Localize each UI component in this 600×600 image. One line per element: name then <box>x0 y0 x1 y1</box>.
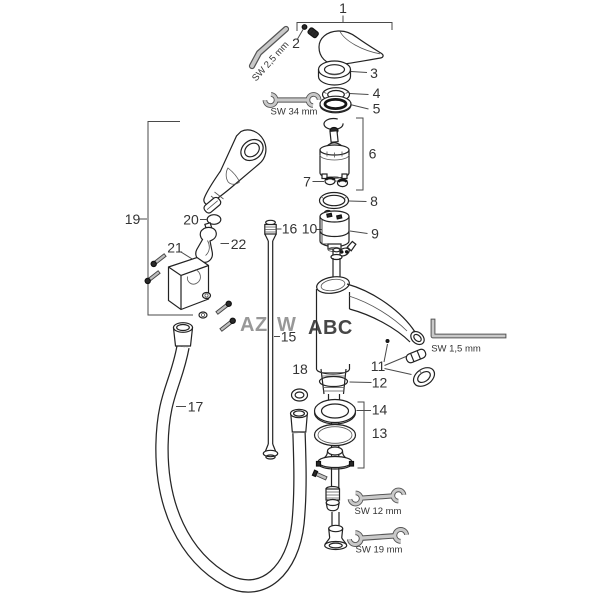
part-label-10: 10 <box>302 221 318 237</box>
hand-spray <box>203 129 267 214</box>
part-label-2: 2 <box>292 35 300 51</box>
part-label-12: 12 <box>372 375 388 391</box>
handle-set-screw <box>301 24 319 39</box>
wall-bracket <box>167 256 210 311</box>
cartridge-seals <box>324 176 349 188</box>
watermark-abc: ABC <box>308 317 353 339</box>
allen-key-sw15 <box>430 318 507 339</box>
part-label-3: 3 <box>370 65 378 81</box>
part-label-6: 6 <box>369 146 377 162</box>
cartridge <box>319 126 350 182</box>
mounting-flange <box>315 446 355 470</box>
bracket-screws-lower <box>215 300 236 332</box>
tool-label-sw19: SW 19 mm <box>356 545 403 556</box>
rinse-tube <box>262 219 279 460</box>
part-label-13: 13 <box>372 425 388 441</box>
washer-13 <box>313 423 357 447</box>
part-label-17: 17 <box>188 399 204 415</box>
tool-label-sw12: SW 12 mm <box>355 506 402 517</box>
part-label-14: 14 <box>372 402 388 418</box>
o-ring-8 <box>318 191 350 210</box>
part-label-16: 16 <box>282 221 298 237</box>
watermark-faint-mid: W <box>277 314 296 336</box>
bracket-nuts <box>198 291 212 319</box>
hose-nipple-bottom <box>324 512 348 551</box>
washer-14 <box>313 398 357 425</box>
o-ring-18 <box>290 388 309 402</box>
threaded-base <box>318 368 349 401</box>
part-label-20: 20 <box>183 212 199 228</box>
hose-connector-right <box>289 408 309 433</box>
open-end-wrench-sw19 <box>348 529 407 546</box>
allen-key-sw25 <box>248 25 290 70</box>
seal-nut-ring <box>319 95 352 114</box>
part-label-15: 15 <box>281 329 297 345</box>
handle-skirt-ring <box>317 60 352 86</box>
part-label-9: 9 <box>371 226 379 242</box>
part-label-19: 19 <box>125 211 141 227</box>
spray-hose <box>155 345 307 593</box>
spout-set-screw-dot <box>385 339 390 344</box>
open-end-wrench-sw34 <box>264 94 319 106</box>
faucet-body <box>315 247 425 375</box>
diverter-unit <box>319 209 350 253</box>
watermark-faint-left: AZ <box>240 314 268 336</box>
bracket-screws-upper <box>144 253 167 285</box>
part-label-4: 4 <box>373 85 381 101</box>
handle-lever <box>318 30 384 66</box>
part-label-8: 8 <box>370 193 378 209</box>
open-end-wrench-sw12 <box>349 489 405 505</box>
spray-holder-cone <box>195 221 217 263</box>
callout-lines <box>139 15 412 469</box>
aerator-housing <box>412 367 436 387</box>
tool-label-sw34: SW 34 mm <box>271 107 318 118</box>
supply-fitting <box>325 485 341 512</box>
aerator-insert <box>405 348 427 364</box>
flange-screw <box>311 469 328 481</box>
hose-connector-top <box>172 322 194 347</box>
part-label-18: 18 <box>292 361 308 377</box>
o-ring-20 <box>206 214 222 225</box>
part-labels: 1 2 3 4 5 6 7 8 9 10 11 12 13 14 15 16 1… <box>125 0 388 441</box>
part-label-7: 7 <box>303 174 311 190</box>
part-label-5: 5 <box>373 101 381 117</box>
tool-label-sw15: SW 1,5 mm <box>431 344 481 355</box>
part-label-21: 21 <box>167 240 183 256</box>
tool-labels: SW 2,5 mm SW 34 mm SW 1,5 mm SW 12 mm SW… <box>250 39 481 555</box>
part-label-11: 11 <box>371 358 386 374</box>
part-label-1: 1 <box>339 0 347 16</box>
part-label-22: 22 <box>231 236 247 252</box>
